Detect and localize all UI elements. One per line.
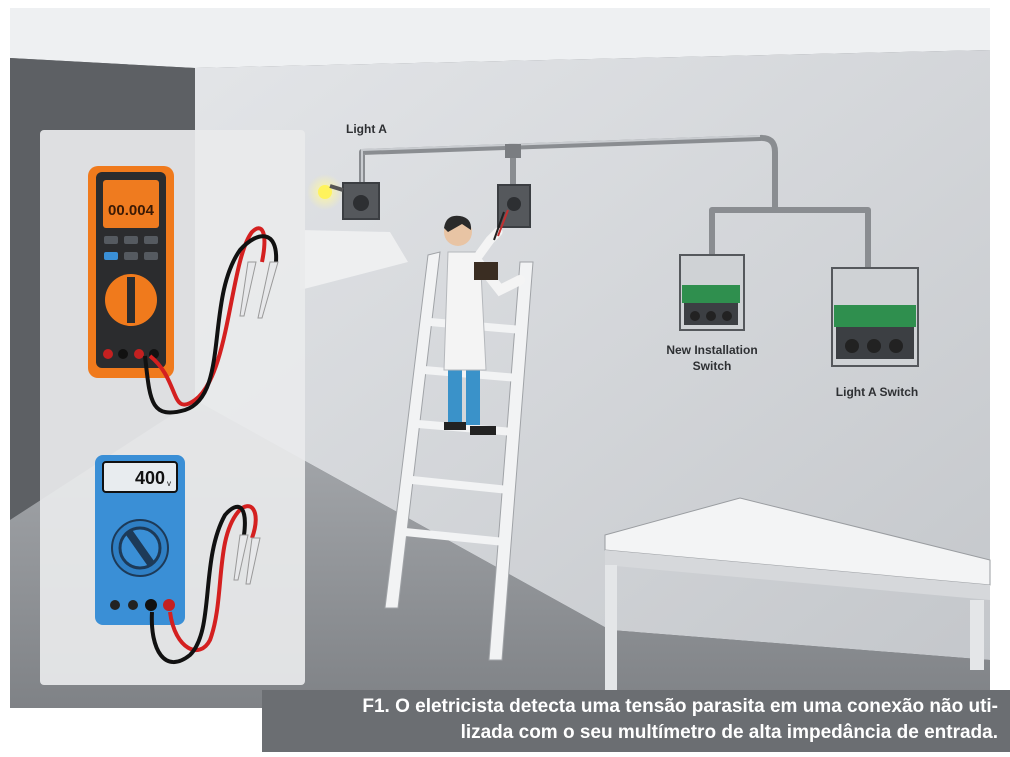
back-wall <box>195 50 990 660</box>
light-a-box <box>342 182 380 220</box>
analog-meter-unit: v <box>167 479 171 488</box>
electrician-figure <box>443 209 525 435</box>
figure-caption-line2: lizada com o seu multímetro de alta impe… <box>460 722 998 743</box>
lamp-bulb-icon <box>307 174 344 210</box>
light-a-switch-panel <box>831 267 919 367</box>
analog-multimeter: 400 v <box>95 455 185 625</box>
unused-connection-box <box>497 184 531 228</box>
light-beam <box>300 230 408 290</box>
digital-meter-probe-leads <box>143 226 279 415</box>
ceiling <box>10 8 990 68</box>
digital-meter-reading: 00.004 <box>108 202 155 219</box>
light-a-label: Light A <box>346 122 387 136</box>
analog-meter-probe-leads <box>149 504 258 664</box>
analog-meter-reading: 400 <box>135 468 165 488</box>
workbench-table <box>604 497 991 705</box>
new-installation-switch-label-line2: Switch <box>693 359 732 373</box>
light-a-switch-label: Light A Switch <box>836 385 918 399</box>
conduit-highlight <box>361 135 761 185</box>
ladder <box>384 251 534 661</box>
new-installation-switch-panel <box>679 254 745 331</box>
new-installation-switch-label-line1: New Installation <box>666 343 757 357</box>
digital-multimeter: 00.004 <box>88 166 174 378</box>
digital-meter-probes <box>239 261 279 319</box>
digital-meter-display <box>103 180 159 228</box>
figure-caption: F1. O eletricista detecta uma tensão par… <box>262 690 1010 752</box>
figure-caption-line1: F1. O eletricista detecta uma tensão par… <box>362 696 998 717</box>
handheld-meter-icon <box>474 262 498 280</box>
analog-meter-probes <box>233 534 261 585</box>
conduit-tee <box>505 144 521 158</box>
analog-meter-display <box>102 461 178 493</box>
